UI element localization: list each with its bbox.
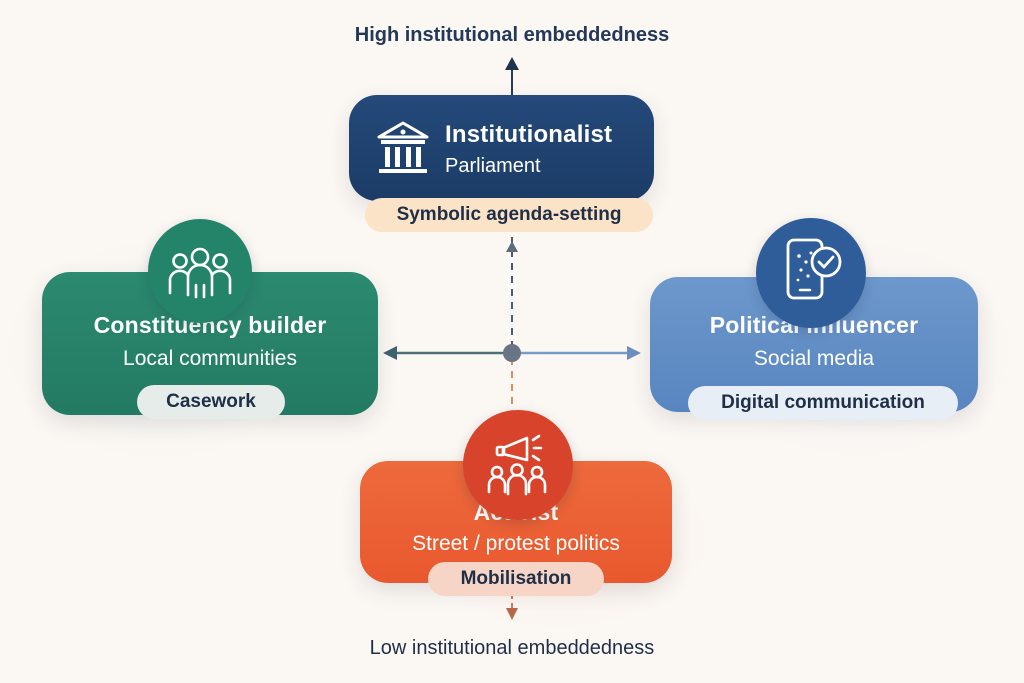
constituency-medallion bbox=[148, 219, 252, 323]
smartphone-icon bbox=[786, 238, 842, 300]
influencer-medallion bbox=[756, 218, 866, 328]
institutionalist-card: Institutionalist Parliament bbox=[349, 95, 654, 201]
megaphone-crowd-icon bbox=[487, 434, 547, 496]
axis-origin bbox=[503, 344, 521, 362]
axis-bottom-label: Low institutional embeddedness bbox=[369, 637, 655, 659]
axis-top-label: High institutional embeddedness bbox=[354, 24, 670, 46]
influencer-subtitle: Social media bbox=[753, 347, 875, 370]
parliament-building-icon bbox=[377, 121, 429, 173]
arrowhead-up-inner bbox=[506, 241, 518, 252]
activist-subtitle: Street / protest politics bbox=[412, 532, 620, 555]
arrowhead-down bbox=[506, 608, 518, 620]
constituency-tag: Casework bbox=[137, 385, 285, 419]
institutionalist-tag: Symbolic agenda-setting bbox=[365, 198, 653, 232]
activist-medallion bbox=[463, 410, 573, 520]
community-people-icon bbox=[168, 247, 232, 299]
arrowhead-right bbox=[627, 346, 641, 360]
arrowhead-up bbox=[505, 57, 519, 70]
institutionalist-title: Institutionalist bbox=[445, 121, 613, 148]
institutionalist-subtitle: Parliament bbox=[445, 155, 541, 177]
arrowhead-left bbox=[383, 346, 397, 360]
influencer-tag: Digital communication bbox=[688, 386, 958, 420]
constituency-subtitle: Local communities bbox=[123, 347, 297, 370]
activist-tag: Mobilisation bbox=[428, 562, 604, 596]
